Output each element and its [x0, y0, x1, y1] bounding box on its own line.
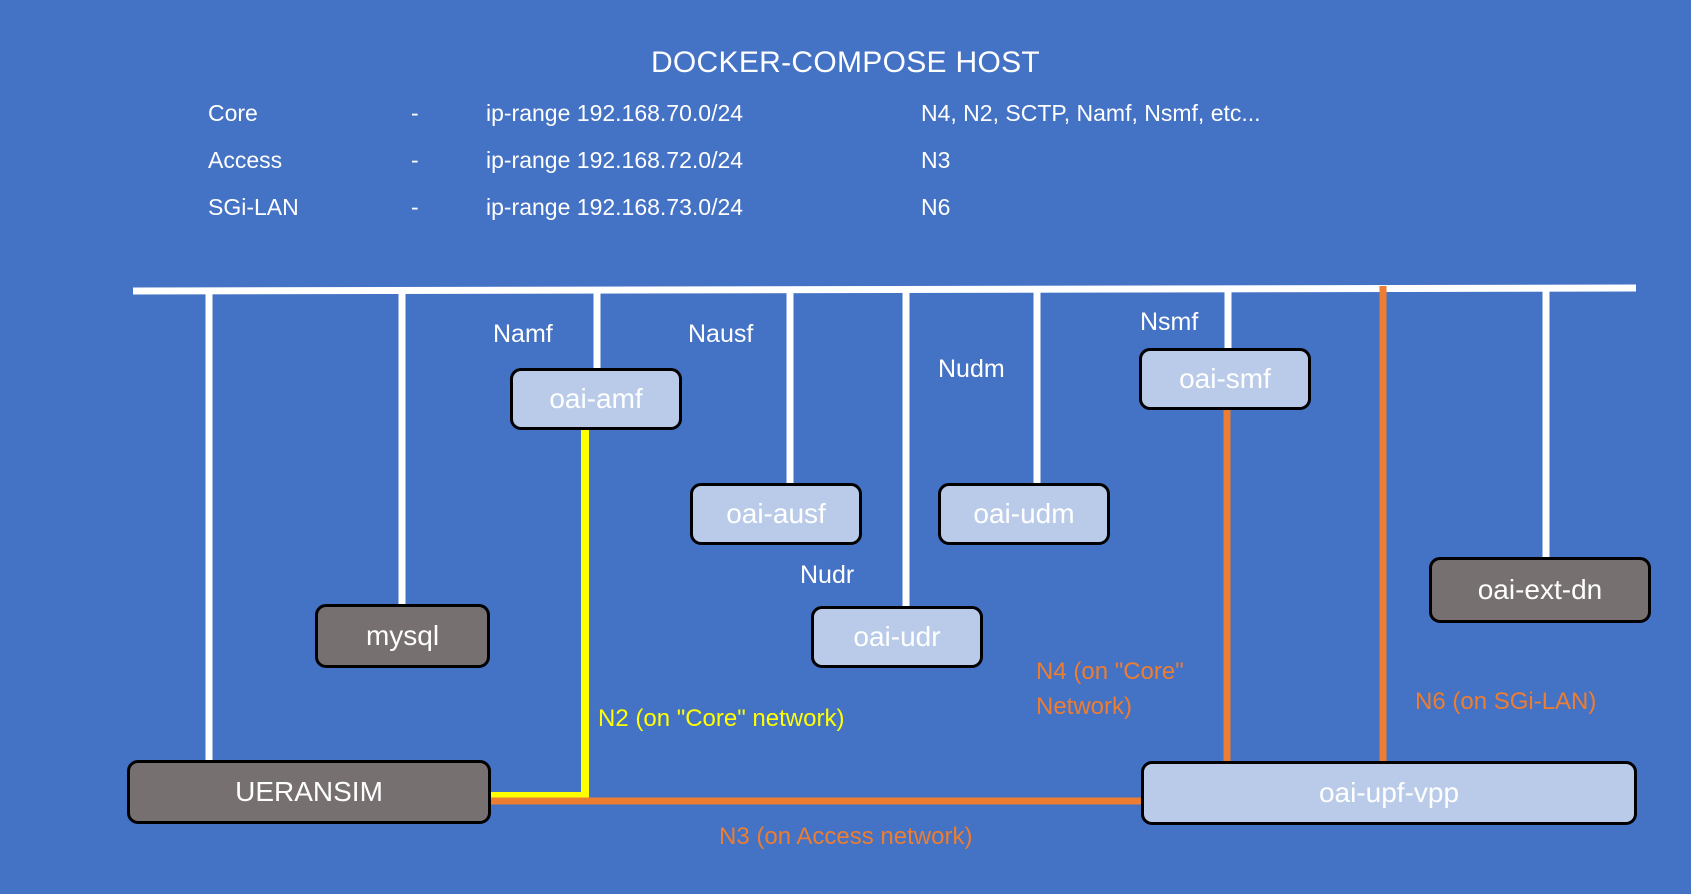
node-label: oai-udm [973, 498, 1075, 529]
node-oai-udr[interactable]: oai-udr [811, 606, 983, 668]
network-name: Core [208, 100, 258, 126]
network-interfaces: N6 [921, 194, 951, 220]
node-oai-ext-dn[interactable]: oai-ext-dn [1429, 557, 1651, 623]
link-label-n3: N3 (on Access network) [719, 823, 973, 850]
network-ip-range: ip-range 192.168.72.0/24 [486, 147, 744, 173]
node-oai-amf[interactable]: oai-amf [510, 368, 682, 430]
iface-label-nudr: Nudr [800, 561, 855, 589]
node-ueransim[interactable]: UERANSIM [127, 760, 491, 824]
link-label-n4-line1: N4 (on "Core" [1036, 658, 1184, 685]
link-label-n2: N2 (on "Core" network) [598, 705, 845, 732]
node-label: mysql [365, 620, 440, 651]
node-label: oai-ext-dn [1477, 574, 1603, 605]
node-label: oai-ausf [726, 498, 826, 529]
node-label: oai-udr [853, 621, 941, 652]
node-label: UERANSIM [235, 776, 383, 807]
node-label: oai-smf [1179, 363, 1271, 394]
iface-label-namf: Namf [493, 320, 553, 348]
network-ip-range: ip-range 192.168.73.0/24 [486, 194, 744, 220]
network-dash: - [411, 100, 419, 126]
iface-label-nudm: Nudm [938, 355, 1005, 383]
core-bus-line [132, 284, 1637, 295]
node-oai-ausf[interactable]: oai-ausf [690, 483, 862, 545]
network-interfaces: N4, N2, SCTP, Namf, Nsmf, etc... [921, 100, 1261, 126]
node-oai-udm[interactable]: oai-udm [938, 483, 1110, 545]
link-label-n4-line2: Network) [1036, 692, 1133, 720]
node-label: oai-amf [549, 383, 643, 414]
page-title: DOCKER-COMPOSE HOST [650, 46, 1041, 79]
network-name: Access [208, 147, 283, 173]
link-n2-path [490, 430, 589, 800]
node-mysql[interactable]: mysql [315, 604, 490, 668]
iface-label-nsmf: Nsmf [1140, 308, 1199, 336]
link-label-n4: N4 (on "Core" Network) [1036, 655, 1184, 725]
node-oai-upf-vpp[interactable]: oai-upf-vpp [1141, 761, 1637, 825]
iface-label-nausf: Nausf [688, 320, 754, 348]
network-dash: - [411, 194, 419, 220]
network-ip-range: ip-range 192.168.70.0/24 [486, 100, 744, 126]
link-label-n6: N6 (on SGi-LAN) [1415, 688, 1597, 715]
network-dash: - [411, 147, 419, 173]
network-name: SGi-LAN [208, 194, 299, 220]
node-oai-smf[interactable]: oai-smf [1139, 348, 1311, 410]
node-label: oai-upf-vpp [1318, 777, 1460, 808]
network-interfaces: N3 [921, 147, 951, 173]
